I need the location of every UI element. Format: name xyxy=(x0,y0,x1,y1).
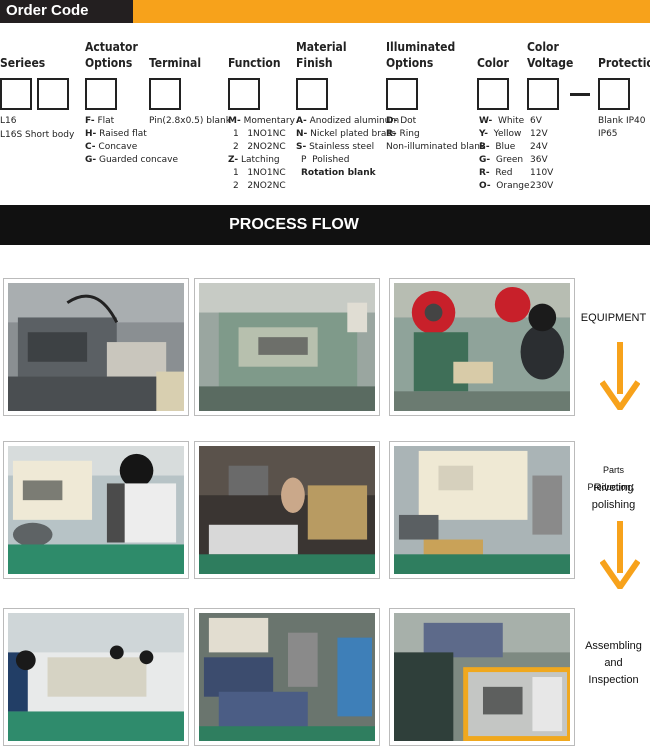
separator-dash xyxy=(570,93,590,96)
material-option: P Polished xyxy=(301,155,350,165)
process-flow-title: PROCESS FLOW xyxy=(229,216,359,233)
actuator-code-box xyxy=(85,78,117,110)
protection-heading: Protection xyxy=(598,56,650,70)
voltage-option: 6V xyxy=(530,116,542,126)
material-option: A- Anodized aluminum xyxy=(296,116,400,126)
series-code-box-1 xyxy=(0,78,32,110)
function-option: 1 1NO1NC xyxy=(233,168,286,178)
color-option: Y- Yellow xyxy=(479,129,522,139)
function-option: 1 1NO1NC xyxy=(233,129,286,139)
function-heading: Function xyxy=(228,56,281,70)
protection-option: IP65 xyxy=(598,129,618,139)
equipment-photo-1 xyxy=(3,278,189,416)
stage-label-equipment: EQUIPMENT xyxy=(580,312,647,324)
illuminated-option-extra: Non-illuminated blank xyxy=(386,142,486,152)
voltage-code-box xyxy=(527,78,559,110)
terminal-option: Pin(2.8x0.5) blank xyxy=(149,116,231,126)
color-heading: Color xyxy=(477,56,509,70)
series-heading: Seriees xyxy=(0,56,46,70)
series-code-box-2 xyxy=(37,78,69,110)
production-photo-1 xyxy=(3,441,189,579)
color-option: W- White xyxy=(479,116,525,126)
color-option: O- Orange xyxy=(479,181,530,191)
actuator-option: F- Flat xyxy=(85,116,115,126)
terminal-code-box xyxy=(149,78,181,110)
voltage-heading: Color xyxy=(527,40,559,54)
voltage-option: 12V xyxy=(530,129,548,139)
actuator-heading: Options xyxy=(85,56,133,70)
page-title: Order Code xyxy=(6,2,89,19)
terminal-heading: Terminal xyxy=(149,56,202,70)
production-photo-2 xyxy=(194,441,380,579)
voltage-option: 110V xyxy=(530,168,554,178)
function-option: 2 2NO2NC xyxy=(233,181,286,191)
color-code-box xyxy=(477,78,509,110)
stage-label-production: Parts Production； xyxy=(587,465,640,492)
down-arrow-icon xyxy=(600,342,640,410)
material-option: N- Nickel plated brass xyxy=(296,129,396,139)
actuator-option: G- Guarded concave xyxy=(85,155,179,165)
color-option: R- Red xyxy=(479,168,513,178)
illuminated-option: D- Dot xyxy=(386,116,417,126)
protection-option: Blank IP40 xyxy=(598,116,646,126)
function-code-box xyxy=(228,78,260,110)
production-photo-3 xyxy=(389,441,575,579)
actuator-heading: Actuator xyxy=(85,40,138,54)
assembly-photo-1 xyxy=(3,608,189,746)
stage-label-riveting: Riveting polishing xyxy=(591,482,636,511)
voltage-option: 24V xyxy=(530,142,548,152)
material-option-extra: Rotation blank xyxy=(301,168,376,178)
material-heading: Material xyxy=(296,40,347,54)
series-option: L16S Short body xyxy=(0,130,75,140)
function-option: M- Momentary xyxy=(228,116,295,126)
voltage-heading: Voltage xyxy=(527,56,574,70)
down-arrow-icon xyxy=(600,521,640,589)
equipment-photo-3 xyxy=(389,278,575,416)
assembly-photo-3 xyxy=(389,608,575,746)
material-option: S- Stainless steel xyxy=(296,142,375,152)
actuator-option: H- Raised flat xyxy=(85,129,147,139)
header-bar: Order Code xyxy=(0,0,650,23)
process-flow-banner: PROCESS FLOW xyxy=(0,205,650,245)
voltage-option: 230V xyxy=(530,181,554,191)
color-option: G- Green xyxy=(479,155,524,165)
assembly-photo-2 xyxy=(194,608,380,746)
equipment-photo-2 xyxy=(194,278,380,416)
illuminated-heading: Illuminated xyxy=(386,40,456,54)
illuminated-code-box xyxy=(386,78,418,110)
function-option: Z- Latching xyxy=(228,155,280,165)
header-title-block: Order Code xyxy=(0,0,133,23)
function-option: 2 2NO2NC xyxy=(233,142,286,152)
illuminated-option: R- Ring xyxy=(386,129,420,139)
material-heading: Finish xyxy=(296,56,333,70)
voltage-option: 36V xyxy=(530,155,548,165)
protection-code-box xyxy=(598,78,630,110)
stage-label-assembling: Assembling and Inspection xyxy=(585,640,642,686)
illuminated-heading: Options xyxy=(386,56,434,70)
actuator-option: C- Concave xyxy=(85,142,138,152)
series-option: L16 xyxy=(0,116,17,126)
material-code-box xyxy=(296,78,328,110)
color-option: B- Blue xyxy=(479,142,516,152)
